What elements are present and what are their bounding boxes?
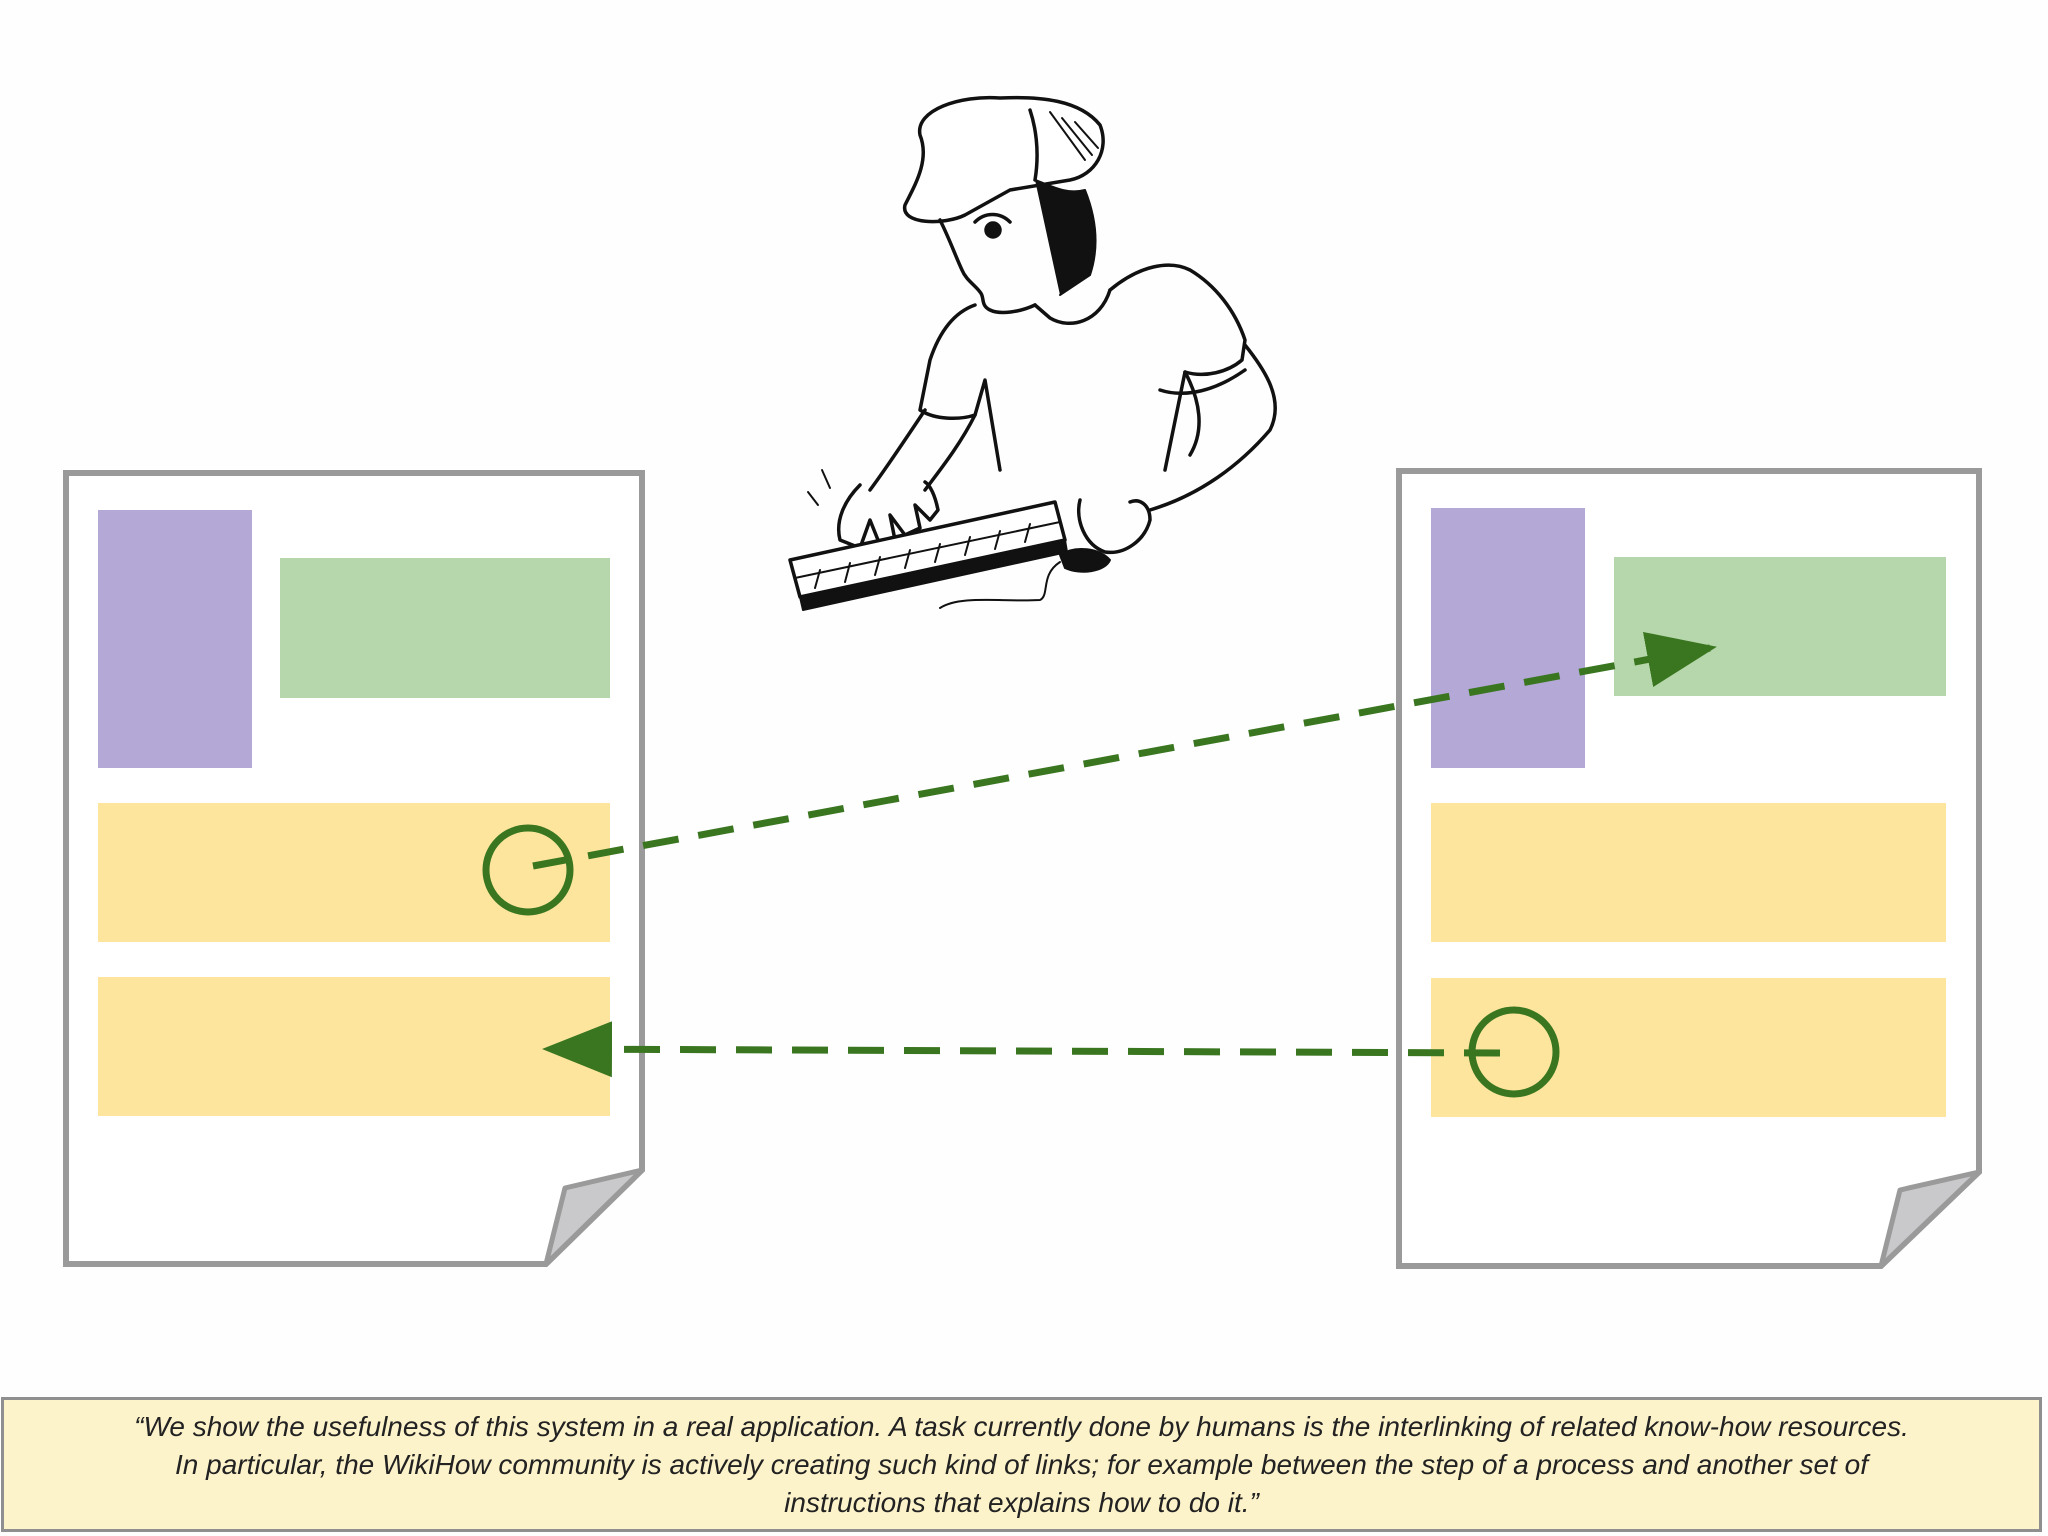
link-forward [482, 631, 1717, 916]
right-purple-block [1431, 508, 1585, 768]
left-yellow-block-1 [98, 803, 610, 942]
caption-line-1: “We show the usefulness of this system i… [134, 1410, 1909, 1442]
link-backward-arrow [542, 1021, 1501, 1078]
left-document [63, 470, 645, 1267]
left-purple-block [98, 510, 252, 768]
left-page-corner-fold [543, 1167, 645, 1267]
link-forward-arrow [532, 631, 1717, 870]
right-yellow-block-1 [1431, 803, 1946, 942]
left-yellow-block-2 [98, 977, 610, 1116]
caption-line-3: instructions that explains how to do it.… [784, 1486, 1259, 1518]
interlinking-diagram [63, 95, 1982, 1269]
quote-caption: “We show the usefulness of this system i… [1, 1397, 2042, 1532]
link-backward [542, 1006, 1560, 1098]
right-page-corner-fold [1878, 1169, 1982, 1269]
caption-line-2: In particular, the WikiHow community is … [174, 1448, 1868, 1480]
right-document [1396, 468, 1982, 1269]
link-source-marker-left [482, 824, 574, 916]
person-typing-on-keyboard-icon [788, 95, 1277, 611]
left-green-block [280, 558, 610, 698]
right-green-block [1614, 557, 1946, 696]
